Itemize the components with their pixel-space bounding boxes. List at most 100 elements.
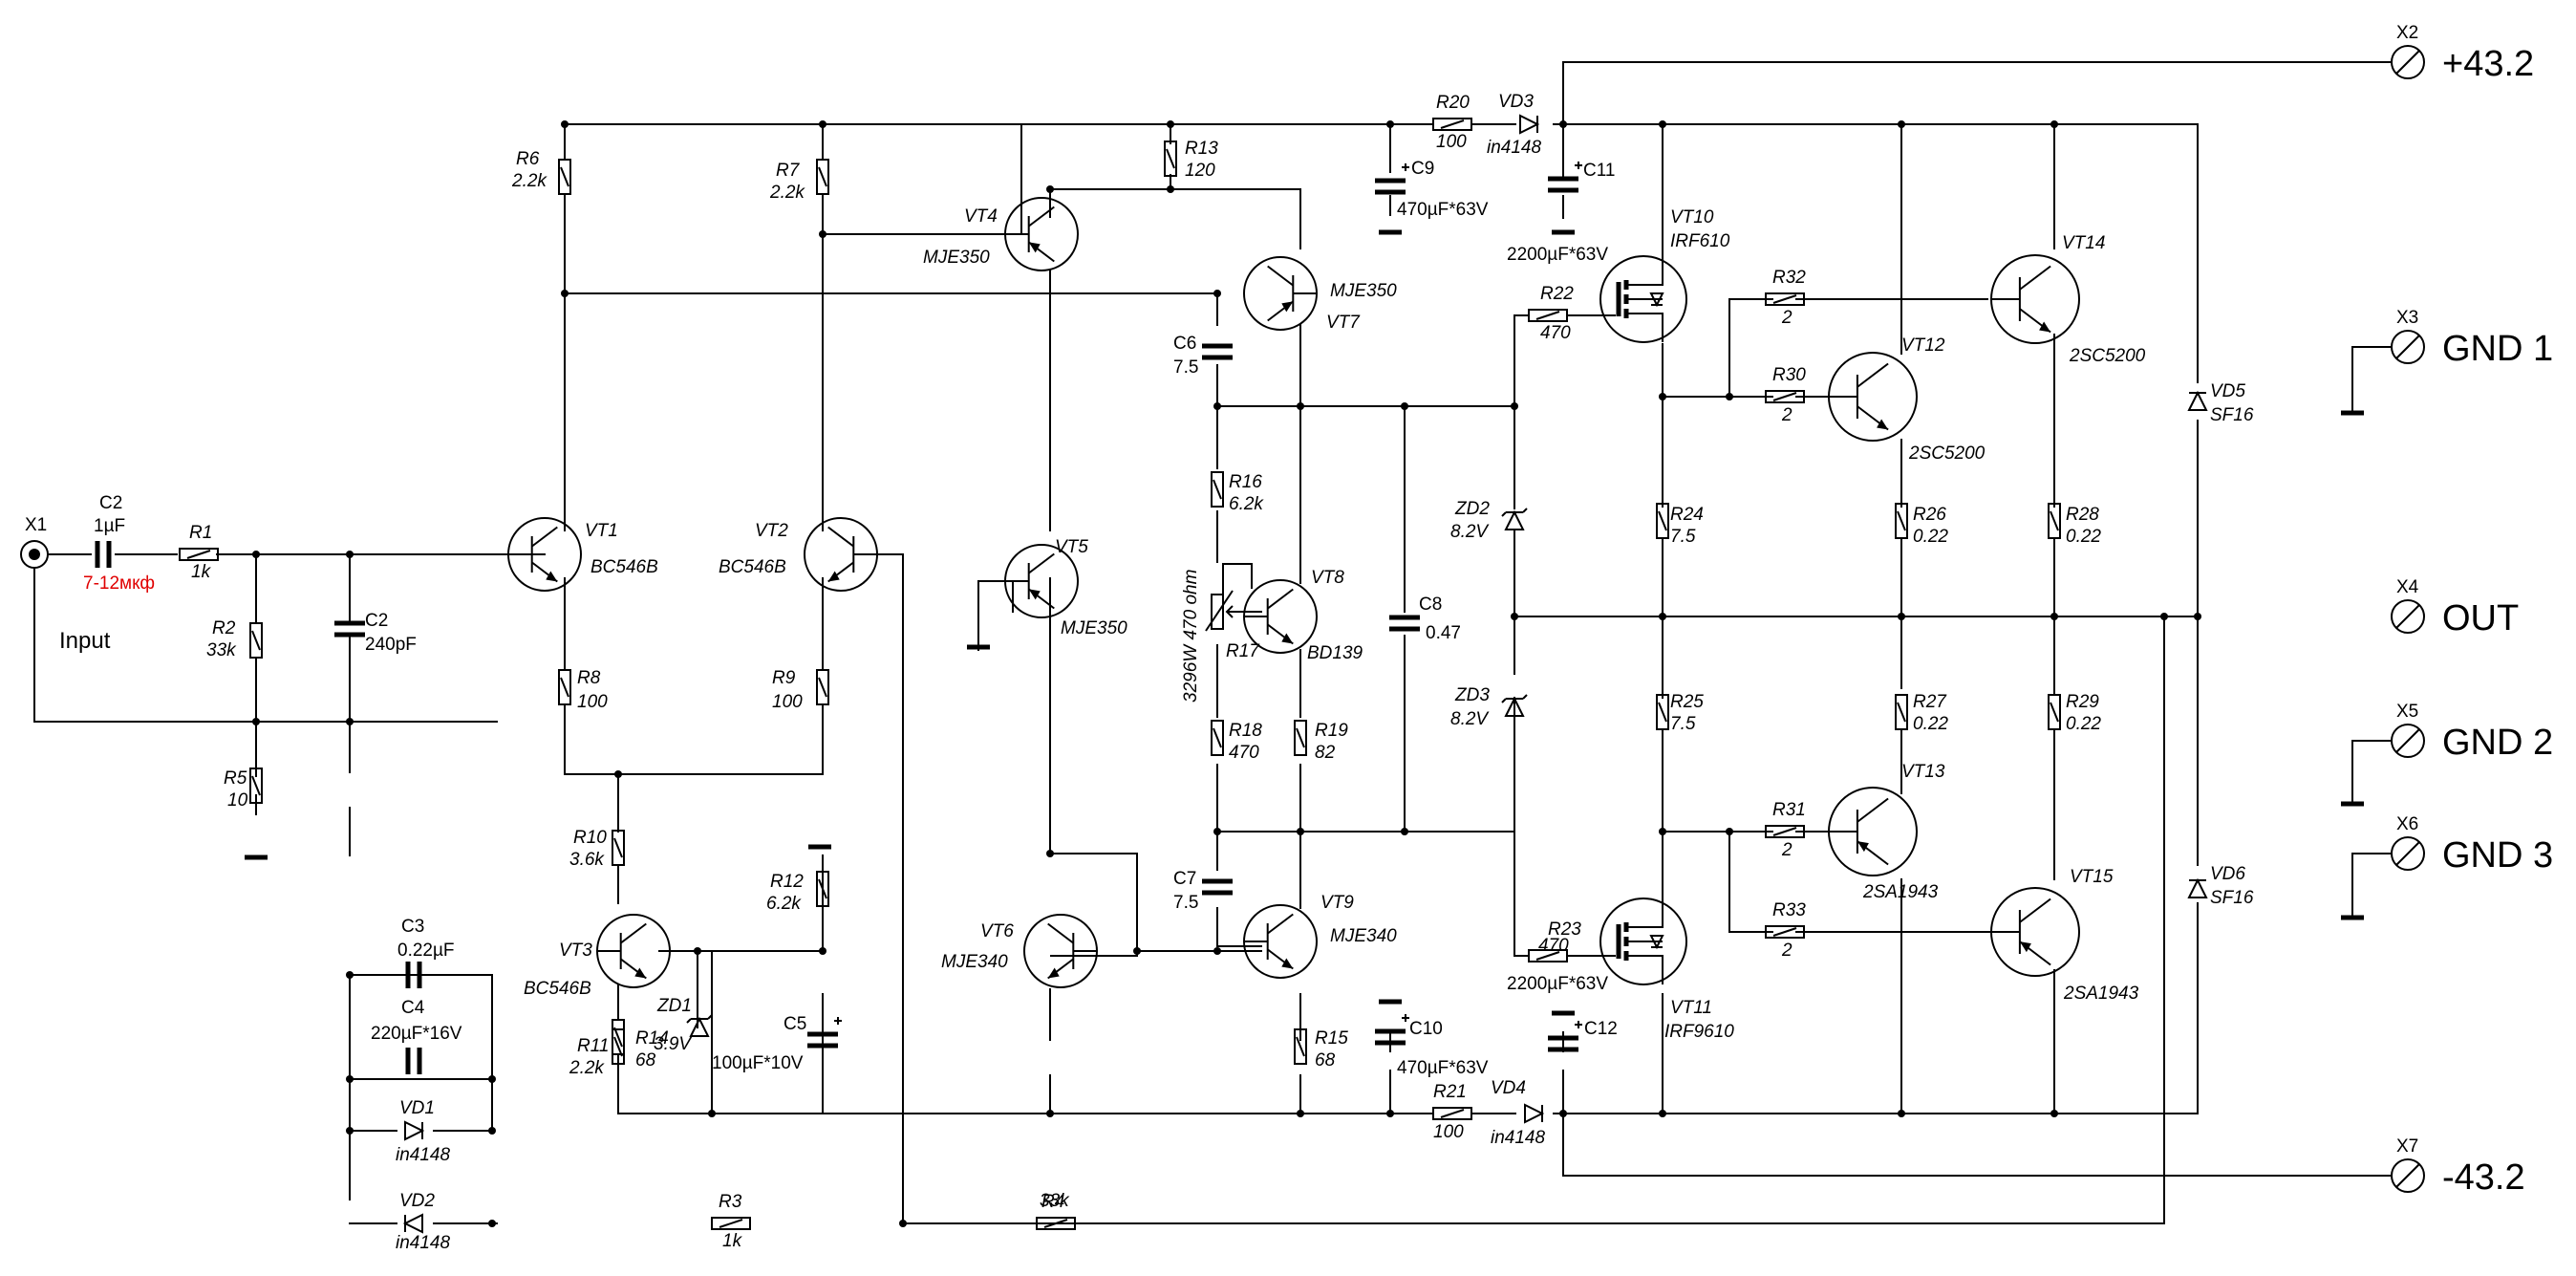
capacitor-c7[interactable]: C77.5: [1173, 869, 1233, 913]
capacitor-c3[interactable]: C30.22µF: [397, 917, 455, 988]
terminal-x1[interactable]: X1 Input: [20, 515, 111, 654]
capacitor-c2-value: 240pF: [365, 635, 417, 655]
capacitor-c1[interactable]: [95, 541, 112, 568]
resistor-r20-ref: R20: [1436, 93, 1470, 113]
transistor-vt13-part: 2SA1943: [1862, 882, 1939, 902]
transistor-vt6-ref: VT6: [980, 921, 1014, 941]
resistor-r23-value: 470: [1538, 936, 1569, 956]
capacitor-c8[interactable]: C80.47: [1389, 595, 1461, 643]
terminal-x7-label: -43.2: [2442, 1157, 2525, 1198]
resistor-r29-value: 0.22: [2066, 714, 2101, 734]
resistor-r26-value: 0.22: [1913, 527, 1948, 547]
transistor-vt3-part: BC546B: [524, 979, 591, 999]
transistor-vt5-part: MJE350: [1061, 618, 1127, 638]
terminal-x2[interactable]: X2+43.2: [2391, 23, 2534, 84]
resistor-r22-ref: R22: [1540, 284, 1574, 304]
resistor-r6[interactable]: R62.2k: [511, 149, 571, 195]
resistor-r32-ref: R32: [1772, 268, 1806, 288]
resistor-r8-ref: R8: [577, 668, 601, 688]
resistor-r2-value: 33k: [206, 640, 237, 660]
resistor-r10-ref: R10: [573, 828, 607, 848]
transistor-vt13-ref: VT13: [1901, 762, 1945, 782]
terminal-x7[interactable]: X7-43.2: [2391, 1136, 2525, 1198]
transistor-vt12-part: 2SC5200: [1908, 443, 1986, 464]
capacitor-c6[interactable]: C67.5: [1173, 334, 1233, 378]
resistor-r32-value: 2: [1781, 308, 1792, 328]
transistor-vt2-part: BC546B: [719, 557, 786, 577]
resistor-r32[interactable]: R32 2: [1765, 268, 1806, 328]
transistor-vt15-part: 2SA1943: [2063, 984, 2139, 1004]
transistor-vt13[interactable]: VT13 2SA1943: [1828, 762, 1945, 902]
capacitor-c8-value: 0.47: [1426, 623, 1461, 643]
resistor-r23-ref: R23: [1548, 919, 1581, 940]
resistor-r31-ref: R31: [1772, 800, 1806, 820]
resistor-r7[interactable]: R72.2k: [769, 159, 829, 203]
